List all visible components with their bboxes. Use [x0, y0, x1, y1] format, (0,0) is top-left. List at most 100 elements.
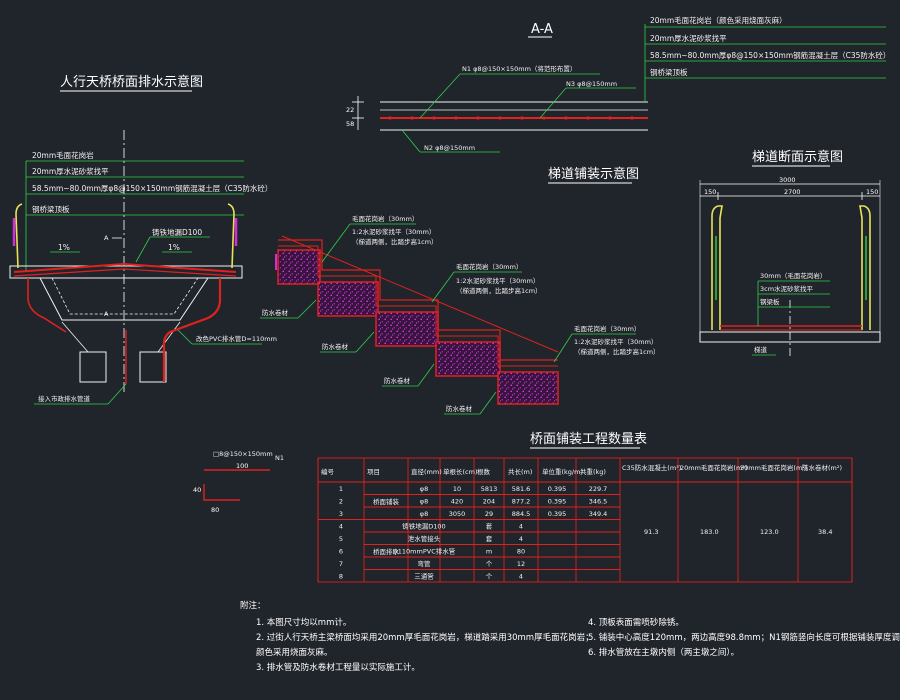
notes: 附注： 1. 本图尺寸均以mm计。 2. 过街人行天桥主梁桥面均采用20mm厚毛… [240, 600, 900, 673]
table-cell-r4-c6: 4 [519, 523, 523, 531]
note-1: 1. 本图尺寸均以mm计。 [256, 617, 351, 628]
waterproof-label-3: 防水卷材 [384, 376, 411, 385]
table-cell-r2-c1: 2 [339, 498, 343, 506]
th-totlen: 共长(m) [508, 467, 532, 476]
note-2: 2. 过街人行天桥主梁桥面均采用20mm厚毛面花岗岩，梯道踏采用30mm厚毛面花… [256, 632, 594, 643]
footbridge-drainage-view: 人行天桥桥面排水示意图 20mm毛面花岗岩 20mm厚水泥砂浆找平 58.5mm… [9, 74, 277, 405]
aa-layer-3: 58.5mm~80.0mm厚φ8@150×150mm钢筋混凝土层（C35防水砼） [650, 50, 890, 60]
table-cell-r2-c8: 346.5 [589, 498, 608, 506]
table-title: 桥面铺装工程数量表 [530, 432, 647, 447]
rebar-label: □8@150×150mm [213, 450, 273, 458]
stair-c1-line2: 1:2水泥砂浆找平（30mm） [352, 227, 435, 236]
th-unitwt: 单位重(kg/m) [542, 467, 583, 476]
table-cell-r5-c6: 4 [519, 535, 523, 543]
table-cell-r5-c5: 套 [486, 534, 493, 543]
table-cell-r7-c5: 个 [486, 560, 493, 568]
table-cell-r6-c3: D110mmPVC排水管 [393, 547, 456, 556]
th-len: 单根长(cm) [443, 467, 477, 476]
note-4: 4. 顶板表面需喷砂除锈。 [588, 617, 684, 628]
ss-right: 150 [866, 188, 878, 196]
th-wp: 防水卷材(m²) [802, 463, 842, 472]
table-cell-r4-c3: 铸铁地漏D100 [402, 522, 445, 531]
table-cell-r7-c6: 12 [517, 560, 525, 568]
aa-dim-a: 22 [346, 106, 354, 114]
aa-layer-4: 钢桥梁顶板 [650, 67, 688, 77]
table-cell-r3-c3: φ8 [420, 510, 428, 518]
table-cell-r5-c3: 泄水管接头 [408, 534, 441, 543]
table-cell-r3-c7: 0.395 [548, 510, 567, 518]
table-cell-r2-c3: φ8 [420, 498, 428, 506]
stair-c1-line3: （梯道两侧，比踏步高1cm） [352, 237, 438, 246]
rebar-len-top: 100 [236, 462, 248, 470]
stair-section-view: 梯道断面示意图 3000 150 2700 150 30mm（毛面花岗岩） 3c… [699, 149, 881, 356]
rebar-dots [388, 116, 634, 120]
rebar-len-bottom: 80 [211, 506, 219, 514]
table-cell-r2-c7: 0.395 [548, 498, 567, 506]
rebar-detail: □8@150×150mm N1 100 40 80 [193, 450, 284, 514]
table-cell-r8-c5: 个 [486, 573, 493, 581]
stair-paving-view: 梯道铺装示意图 毛面花岗岩（30mm） 1:2水泥砂浆找平（30mm） （梯道两… [260, 166, 660, 415]
stair-section-title: 梯道断面示意图 [752, 149, 843, 165]
section-aa-view: A-A 22 58 N1 φ8@150×150mm（将范形布置） N3 φ8@1… [346, 15, 890, 153]
aa-dim-b: 58 [346, 120, 354, 128]
footbridge-title: 人行天桥桥面排水示意图 [60, 74, 203, 90]
rebar-n1: N1 [275, 454, 284, 462]
table-cell-r1-c1: 1 [339, 485, 343, 493]
stair-c1-line1: 毛面花岗岩（30mm） [352, 214, 418, 223]
table-cell-r8-c1: 8 [339, 573, 343, 581]
aa-layer-2: 20mm厚水泥砂浆找平 [650, 33, 727, 43]
table-cell-r4-c2: 桥面排水 [373, 547, 400, 556]
fb-layer-2: 20mm厚水泥砂浆找平 [32, 166, 109, 176]
stair-c3-line2: 1:2水泥砂浆找平（30mm） [574, 337, 657, 346]
table-cell-r1-c5: 5813 [481, 485, 498, 493]
ss-layer-1: 30mm（毛面花岗岩） [760, 271, 826, 280]
waterproof-label-2: 防水卷材 [322, 342, 349, 351]
stair-title: 梯道铺装示意图 [548, 166, 639, 182]
table-cell-r1-c3: φ8 [420, 485, 428, 493]
rebar-len-left: 40 [193, 486, 201, 494]
stair-c3-line3: （梯道两侧，比踏步高1cm） [574, 347, 660, 356]
connect-label: 接入市政排水管道 [38, 394, 91, 403]
table-cell-r2-c4: 420 [451, 498, 463, 506]
table-cell-r7-c3: 弯管 [418, 559, 432, 568]
ss-total: 3000 [779, 176, 796, 184]
stair-c2-line3: （梯道两侧，比踏步高1cm） [456, 286, 542, 295]
quantity-table: 桥面铺装工程数量表 编号 项目 直径(mm) 单根长(cm) 根数 共长(m) … [317, 432, 853, 583]
aa-n3: N3 φ8@150mm [566, 80, 617, 88]
table-cell-r6-c1: 6 [339, 548, 343, 556]
fb-layer-4: 钢桥梁顶板 [32, 204, 70, 214]
table-cell-r1-c4: 10 [453, 485, 461, 493]
th-count: 根数 [477, 467, 491, 476]
total-g30: 123.0 [760, 528, 779, 536]
note-6: 6. 排水管放在主墩内侧（两主墩之间）。 [588, 647, 739, 658]
th-item: 项目 [367, 468, 380, 476]
table-cell-r2-c6: 877.2 [512, 498, 531, 506]
stair-c2-line1: 毛面花岗岩（30mm） [456, 262, 522, 271]
aa-n2: N2 φ8@150mm [424, 144, 475, 152]
table-cell-r1-c8: 229.7 [589, 485, 608, 493]
drain-label: 铸铁地漏D100 [152, 227, 202, 237]
slope-right: 1% [168, 243, 180, 252]
notes-heading: 附注： [240, 600, 266, 611]
table-cell-r6-c6: 80 [517, 548, 525, 556]
table-cell-r6-c5: m [486, 548, 492, 556]
section-mark-a1: A [104, 234, 109, 242]
stair-c2-line2: 1:2水泥砂浆找平（30mm） [456, 276, 539, 285]
total-g20: 183.0 [700, 528, 719, 536]
aa-n1: N1 φ8@150×150mm（将范形布置） [462, 64, 576, 73]
table-cell-r7-c1: 7 [339, 560, 343, 568]
note-3: 3. 排水管及防水卷材工程量以实际施工计。 [256, 662, 420, 673]
table-cell-r8-c3: 三通管 [414, 572, 434, 581]
fb-layer-1: 20mm毛面花岗岩 [32, 150, 94, 160]
ss-mid: 2700 [784, 188, 801, 196]
table-cell-r1-c2: 桥面铺装 [373, 497, 400, 506]
stair-steps [275, 239, 559, 405]
table-cell-r3-c4: 3050 [449, 510, 466, 518]
th-no: 编号 [321, 467, 335, 476]
table-cell-r3-c8: 349.4 [589, 510, 608, 518]
fb-layer-3: 58.5mm~80.0mm厚φ8@150×150mm钢筋混凝土层（C35防水砼） [32, 183, 272, 193]
table-cell-r5-c1: 5 [339, 535, 343, 543]
table-cell-r8-c6: 4 [519, 573, 523, 581]
waterproof-label-4: 防水卷材 [446, 404, 473, 413]
